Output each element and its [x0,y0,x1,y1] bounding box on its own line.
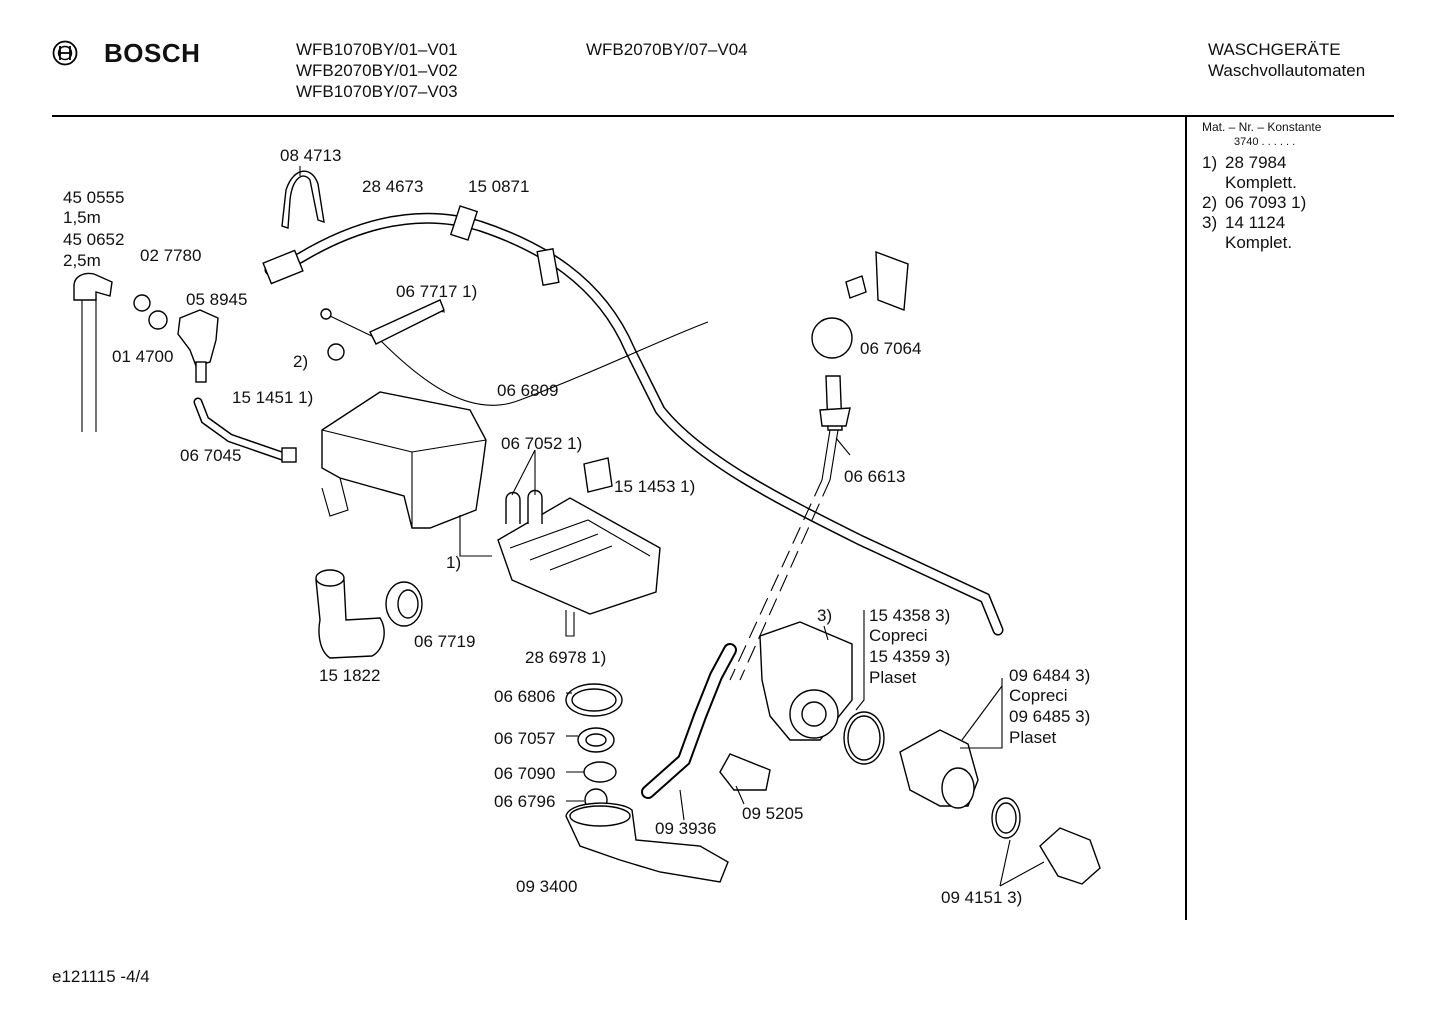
part-label: Plaset [869,668,917,687]
part-label: 06 7719 [414,632,476,651]
part-label: 06 7090 [494,764,556,783]
model-number: WFB1070BY/07–V03 [296,82,458,101]
part-label: 15 0871 [468,177,530,196]
part-label: Plaset [1009,728,1057,747]
part-label: 1) [446,553,462,572]
part-label: Copreci [1009,686,1068,705]
part-label: 05 8945 [186,290,248,309]
part-label: 08 4713 [280,146,342,165]
part-label: 06 7717 1) [396,282,478,301]
part-label: 09 3400 [516,877,578,896]
category-title: WASCHGERÄTE [1208,40,1341,59]
part-label: 06 6613 [844,467,906,486]
category-subtitle: Waschvollautomaten [1208,61,1366,80]
part-label: 15 1451 1) [232,388,314,407]
header-divider [52,115,1394,117]
page-code: e121115 -4/4 [52,967,150,986]
note-number: 2) [1202,193,1218,212]
brand-name: BOSCH [104,38,201,68]
pressure-switch-drawing [811,317,853,359]
part-label: 45 0555 [63,188,125,207]
category-block: WASCHGERÄTE Waschvollautomaten [1208,39,1365,81]
sidebar-constant: 3740 . . . . . . [1234,136,1296,148]
part-label: 01 4700 [112,347,174,366]
bracket-drawing [281,170,325,229]
part-label: 15 1453 1) [614,477,696,496]
part-label: 09 6485 3) [1009,707,1091,726]
constants-sidebar: Mat. – Nr. – Konstante 3740 . . . . . . … [1202,120,1321,253]
note-number: 3) [1202,213,1218,232]
part-label: 15 4358 3) [869,606,951,625]
drawer-insert-drawing [497,497,661,615]
part-label: 06 6796 [494,792,556,811]
part-label: 06 7052 1) [501,434,583,453]
note-text: Komplett. [1225,173,1297,192]
note-number: 1) [1202,153,1218,172]
model-number: WFB1070BY/01–V01 [296,40,458,59]
part-label: 06 6806 [494,687,556,706]
note-row: 2) 06 7093 1) [1202,193,1321,213]
part-label: 28 4673 [362,177,424,196]
sidebar-divider [1185,116,1187,920]
note-text: 28 7984 [1225,153,1287,172]
part-label: 3) [817,606,833,625]
inlet-hose-elbow-drawing [73,272,113,301]
note-text: 14 1124 [1225,213,1286,232]
model-number: WFB2070BY/01–V02 [296,61,458,80]
valve-drawing [177,309,219,367]
part-label: 09 4151 3) [941,888,1023,907]
part-label: 09 3936 [655,819,717,838]
part-label: 2) [293,352,309,371]
sidebar-heading: Mat. – Nr. – Konstante [1202,120,1322,134]
part-label: 06 7045 [180,446,242,465]
dispenser-housing-drawing [321,391,487,529]
note-text: 06 7093 1) [1225,193,1307,212]
part-label: 06 6809 [497,381,559,400]
part-label: 06 7064 [860,339,922,358]
note-text: Komplet. [1225,233,1293,252]
part-label: 09 5205 [742,804,804,823]
part-label: 15 4359 3) [869,647,951,666]
model-list-2: WFB2070BY/07–V04 [586,39,748,60]
part-label: Copreci [869,626,928,645]
bosch-logo-icon [52,40,78,66]
part-label: 45 0652 [63,230,125,249]
part-label: 06 7057 [494,729,556,748]
part-label: 28 6978 1) [525,648,607,667]
part-label: 15 1822 [319,666,381,685]
part-label: 02 7780 [140,246,202,265]
model-number: WFB2070BY/07–V04 [586,40,748,59]
part-label: 09 6484 3) [1009,666,1091,685]
model-list-1: WFB1070BY/01–V01 WFB2070BY/01–V02 WFB107… [296,39,458,102]
part-label: 1,5m [63,208,101,227]
part-label: 2,5m [63,251,101,270]
